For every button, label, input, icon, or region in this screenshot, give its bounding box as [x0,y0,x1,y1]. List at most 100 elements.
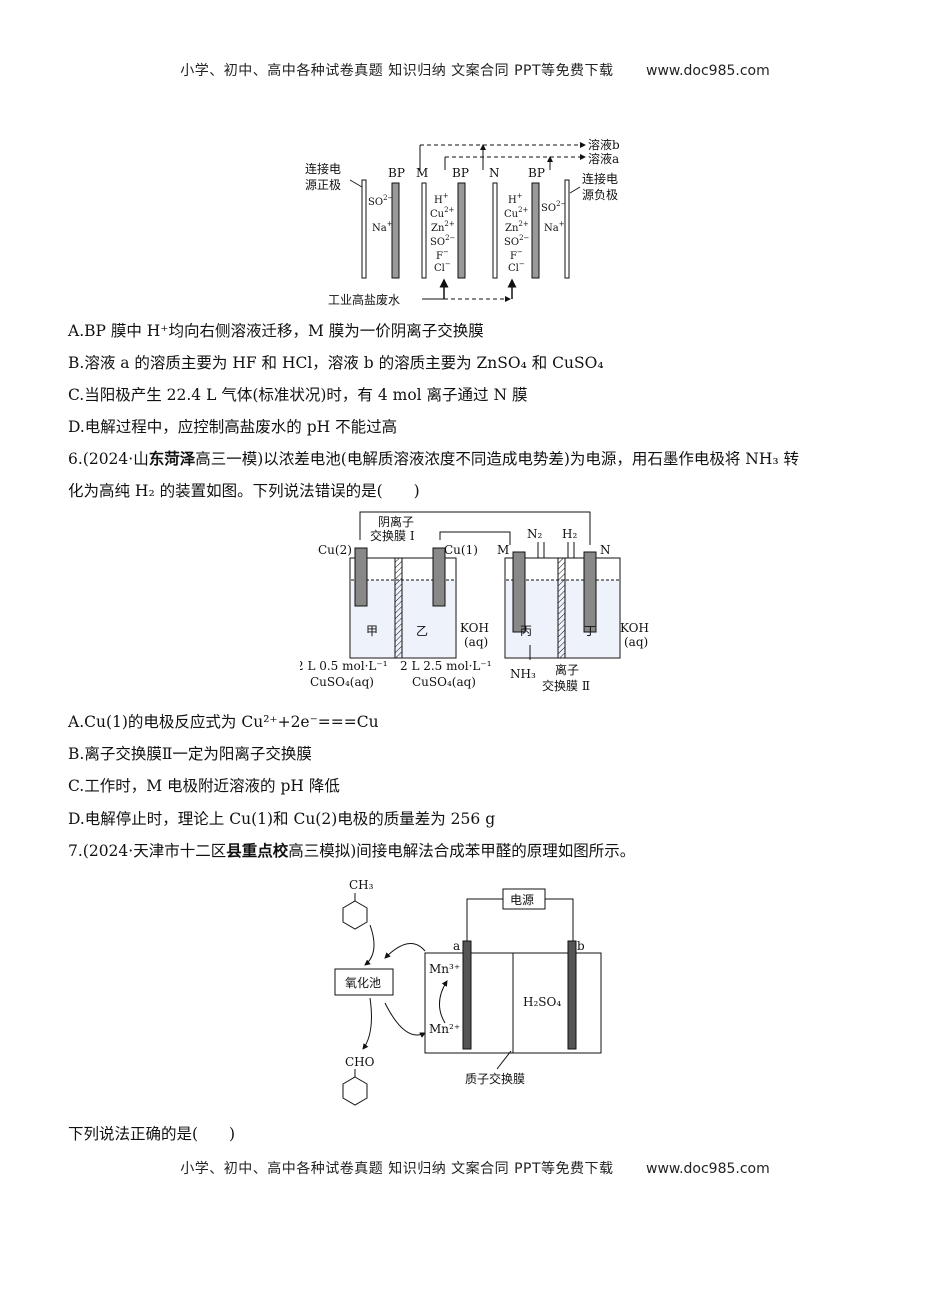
label-ding: 丁 [584,624,596,638]
svg-text:SO2−: SO2− [368,194,394,208]
label-mn3: Mn³⁺ [429,962,460,976]
ion-cl-2: Cl [508,263,519,274]
label-bing: 丙 [520,624,532,638]
ion-so4-2: SO [504,237,519,248]
ion-na-left: Na [372,223,387,234]
q6-stem-line1: 6.(2024·山东菏泽高三一模)以浓差电池(电解质溶液浓度不同造成电势差)为电… [68,448,799,470]
q5-option-d: D.电解过程中，应控制高盐废水的 pH 不能过高 [68,418,398,436]
label-n: N [600,543,611,557]
bp-membrane-1 [391,182,400,279]
q6-option-d: D.电解停止时，理论上 Cu(1)和 Cu(2)电极的质量差为 256 g [68,810,496,828]
label-cu2: Cu(2) [318,543,352,557]
benzaldehyde-ring [342,1076,368,1106]
label-nh3: NH₃ [510,667,536,681]
label-proton-membrane: 质子交换膜 [465,1071,525,1086]
q7-stem-text: 高三模拟)间接电解法合成苯甲醛的原理如图所示。 [288,842,636,860]
electrode-b [567,940,577,1050]
ion-zn-1: Zn [431,223,445,234]
electrode-a [462,940,472,1050]
svg-text:SO2−: SO2− [504,234,530,248]
label-m: M [497,543,509,557]
q5-option-b: B.溶液 a 的溶质主要为 HF 和 HCl，溶液 b 的溶质主要为 ZnSO₄… [68,354,604,372]
label-jia: 甲 [366,624,378,638]
q7-stem: 7.(2024·天津市十二区县重点校高三模拟)间接电解法合成苯甲醛的原理如图所示… [68,840,635,862]
ion-so4-1: SO [430,237,445,248]
label-power: 电源 [510,893,534,907]
q6-number: 6.(2024·山 [68,450,149,468]
label-ch3: CH₃ [349,878,374,892]
footer-text: 小学、初中、高中各种试卷真题 知识归纳 文案合同 PPT等免费下载 [180,1161,614,1177]
anode-plate [361,179,367,279]
label-koh-left-aq: (aq) [464,635,488,649]
electrode-cu1 [432,547,446,607]
q7-question: 下列说法正确的是( ) [68,1125,236,1143]
label-cho: CHO [345,1055,375,1069]
svg-text:F−: F− [510,248,523,262]
label-membrane1-1: 阴离子 [378,514,414,529]
label-conc-right-b: CuSO₄(aq) [412,675,476,689]
ion-cu-1: Cu [430,209,445,220]
ion-cu-2: Cu [504,209,519,220]
svg-text:Na+: Na+ [372,220,393,234]
svg-text:Na+: Na+ [544,220,565,234]
q6-source: 东菏泽 [148,450,196,468]
q6-stem-line2: 化为高纯 H₂ 的装置如图。下列说法错误的是( ) [68,482,420,500]
svg-text:Zn2+: Zn2+ [431,220,455,234]
ion-h-1: H [434,195,443,206]
label-bp-1: BP [388,166,405,180]
label-h2: H₂ [562,527,577,541]
header-url[interactable]: www.doc985.com [646,63,770,79]
ion-h-2: H [508,195,517,206]
label-n2: N₂ [527,527,543,541]
label-mn2: Mn²⁺ [429,1022,460,1036]
footer-url[interactable]: www.doc985.com [646,1161,770,1177]
figure-indirect-electrolysis: CH₃ 氧化池 CHO 电源 a b Mn³⁺ Mn²⁺ H₂SO₄ 质子交换膜 [334,878,602,1106]
electrode-n [583,551,597,633]
label-a: a [453,939,460,953]
svg-text:F−: F− [436,248,449,262]
label-koh-right: KOH [620,621,649,635]
label-cu1: Cu(1) [444,543,478,557]
label-bp-2: BP [452,166,469,180]
tank-left [349,557,457,659]
q6-option-c: C.工作时，M 电极附近溶液的 pH 降低 [68,777,340,795]
ion-so4-right: SO [541,203,556,214]
ion-na-right: Na [544,223,559,234]
oxidation-pool-box [334,968,394,996]
svg-text:H+: H+ [508,192,523,206]
ion-f-1: F [436,251,443,262]
cathode-plate [564,179,570,279]
bp-membrane-2 [457,182,466,279]
label-membrane1-2: 交换膜 Ⅰ [370,528,415,543]
label-conc-left-b: CuSO₄(aq) [310,675,374,689]
label-yi: 乙 [416,624,428,638]
m-membrane [421,182,427,279]
toluene-ring [342,900,368,930]
svg-text:Zn2+: Zn2+ [505,220,529,234]
label-koh-left: KOH [460,621,489,635]
label-conc-left: 2 L 0.5 mol·L⁻¹ [300,659,388,673]
figure-electrodialysis: 溶液b 溶液a 连接电 源正极 连接电 源负极 BP M BP N BP SO2… [305,137,620,307]
page-header: 小学、初中、高中各种试卷真题 知识归纳 文案合同 PPT等免费下载 www.do… [0,60,950,80]
q7-source: 县重点校 [226,842,289,860]
label-oxidation-pool: 氧化池 [345,976,381,990]
anion-membrane-1 [394,557,403,659]
q6-option-a: A.Cu(1)的电极反应式为 Cu²⁺+2e⁻===Cu [68,713,379,731]
ion-membrane-2 [557,557,566,659]
label-b: b [577,939,585,953]
svg-text:Cl−: Cl− [508,260,525,274]
q6-stem-text: 高三一模)以浓差电池(电解质溶液浓度不同造成电势差)为电源，用石墨作电极将 NH… [195,450,800,468]
ion-zn-2: Zn [505,223,519,234]
label-n: N [489,166,500,180]
page-footer: 小学、初中、高中各种试卷真题 知识归纳 文案合同 PPT等免费下载 www.do… [0,1158,950,1178]
label-anode-1: 连接电 [305,161,341,176]
q5-option-a: A.BP 膜中 H⁺均向右侧溶液迁移，M 膜为一价阴离子交换膜 [68,322,484,340]
svg-text:SO2−: SO2− [430,234,456,248]
svg-text:H+: H+ [434,192,449,206]
label-bp-3: BP [528,166,545,180]
ion-so4-left: SO [368,197,383,208]
label-cathode-1: 连接电 [582,171,618,186]
label-sol-a: 溶液a [588,151,619,166]
label-h2so4: H₂SO₄ [523,995,561,1009]
header-text: 小学、初中、高中各种试卷真题 知识归纳 文案合同 PPT等免费下载 [180,63,614,79]
